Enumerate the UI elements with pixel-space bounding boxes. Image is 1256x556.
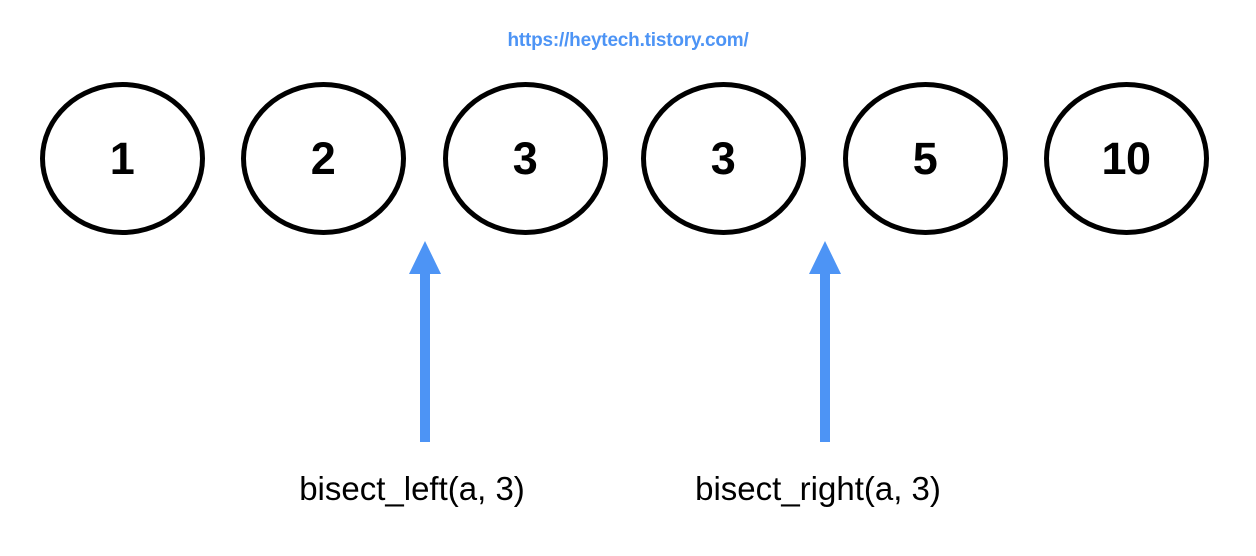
up-arrow-icon	[808, 240, 842, 443]
array-node: 1	[39, 82, 205, 235]
array-node-value: 3	[512, 133, 538, 184]
array-node: 5	[842, 82, 1008, 235]
array-node-value: 5	[912, 133, 938, 184]
array-node-value: 10	[1101, 133, 1151, 184]
array-node: 2	[240, 82, 406, 235]
pointer-caption: bisect_left(a, 3)	[299, 470, 525, 507]
pointer-caption: bisect_right(a, 3)	[695, 470, 941, 507]
array-node: 10	[1043, 82, 1209, 235]
array-node: 3	[640, 82, 806, 235]
array-node-value: 1	[109, 133, 135, 184]
array-node-value: 3	[710, 133, 736, 184]
source-url-watermark: https://heytech.tistory.com/	[507, 30, 749, 51]
array-node: 3	[442, 82, 608, 235]
up-arrow-icon	[408, 240, 442, 443]
array-node-value: 2	[310, 133, 336, 184]
